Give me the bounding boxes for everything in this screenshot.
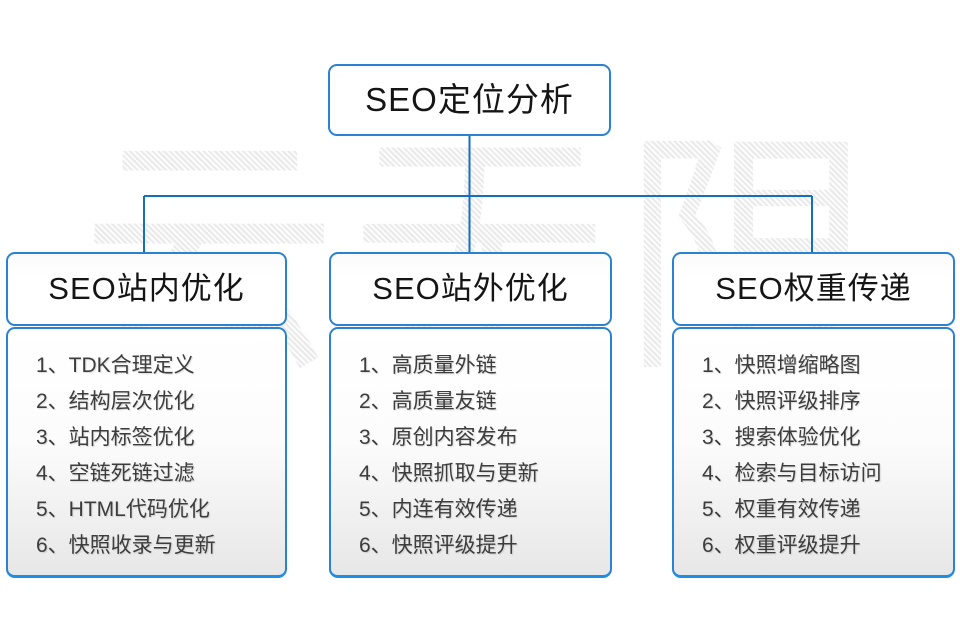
list-item: 4、快照抓取与更新: [359, 462, 539, 485]
column-header: SEO站外优化: [329, 252, 612, 326]
list-item: 4、空链死链过滤: [36, 462, 195, 485]
column-weight-transfer: SEO权重传递 1、快照增缩略图 2、快照评级排序 3、搜索体验优化 4、检索与目标访…: [672, 252, 955, 578]
column-header: SEO站内优化: [6, 252, 287, 326]
list-item: 3、原创内容发布: [359, 426, 518, 449]
list-item: 1、高质量外链: [359, 354, 497, 377]
list-item: 2、快照评级排序: [702, 390, 861, 413]
column-header: SEO权重传递: [672, 252, 955, 326]
list-item: 1、TDK合理定义: [36, 354, 195, 377]
list-item: 6、权重评级提升: [702, 534, 861, 557]
root-node-seo-positioning: SEO定位分析: [328, 64, 611, 136]
list-item: 5、HTML代码优化: [36, 498, 210, 521]
list-item: 1、快照增缩略图: [702, 354, 861, 377]
list-item: 3、站内标签优化: [36, 426, 195, 449]
list-item: 4、检索与目标访问: [702, 462, 882, 485]
list-item: 6、快照收录与更新: [36, 534, 216, 557]
column-item-list: 1、TDK合理定义 2、结构层次优化 3、站内标签优化 4、空链死链过滤 5、HTML代…: [6, 327, 287, 578]
list-item: 5、权重有效传递: [702, 498, 861, 521]
column-onsite-optimization: SEO站内优化 1、TDK合理定义 2、结构层次优化 3、站内标签优化 4、空链死链过…: [6, 252, 287, 578]
list-item: 2、结构层次优化: [36, 390, 195, 413]
list-item: 6、快照评级提升: [359, 534, 518, 557]
column-offsite-optimization: SEO站外优化 1、高质量外链 2、高质量友链 3、原创内容发布 4、快照抓取与更新 5…: [329, 252, 612, 578]
column-item-list: 1、高质量外链 2、高质量友链 3、原创内容发布 4、快照抓取与更新 5、内连有效传递 6…: [329, 327, 612, 578]
list-item: 5、内连有效传递: [359, 498, 518, 521]
list-item: 3、搜索体验优化: [702, 426, 861, 449]
column-item-list: 1、快照增缩略图 2、快照评级排序 3、搜索体验优化 4、检索与目标访问 5、权重有效传…: [672, 327, 955, 578]
list-item: 2、高质量友链: [359, 390, 497, 413]
